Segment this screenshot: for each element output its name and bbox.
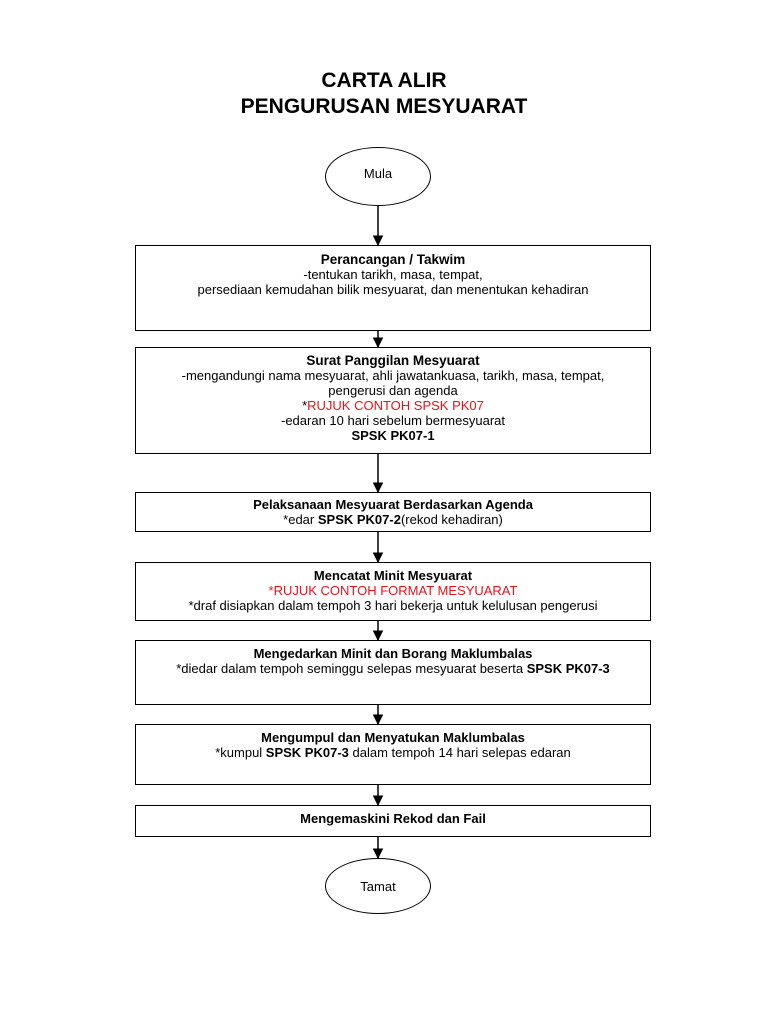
end-label: Tamat — [360, 878, 396, 894]
step-notice-line2: pengerusi dan agenda — [328, 383, 458, 398]
start-terminal: Mula — [325, 147, 431, 206]
start-label: Mula — [363, 166, 393, 181]
step-collect-heading: Mengumpul dan Menyatukan Maklumbalas — [261, 730, 525, 745]
step-collect-form: SPSK PK07-3 — [265, 745, 349, 760]
step-conduct-pre: *edar — [283, 512, 318, 527]
step-planning-line2: persediaan kemudahan bilik mesyuarat, da… — [197, 282, 589, 297]
step-conduct-heading: Pelaksanaan Mesyuarat Berdasarkan Agenda — [253, 497, 533, 512]
step-distribute-pre: *diedar dalam tempoh seminggu selepas me… — [176, 661, 527, 676]
chart-title-line2: PENGURUSAN MESYUARAT — [240, 95, 528, 118]
step-notice-ref-prefix: * — [302, 398, 308, 413]
step-conduct-detail: *edar SPSK PK07-2(rekod kehadiran) — [136, 512, 650, 527]
step-planning: Perancangan / Takwim -tentukan tarikh, m… — [135, 245, 651, 331]
step-notice-reference: RUJUK CONTOH SPSK PK07 — [307, 398, 484, 413]
step-notice-ref-line: *RUJUK CONTOH SPSK PK07 — [136, 398, 650, 413]
step-distribute-minutes: Mengedarkan Minit dan Borang Maklumbalas… — [135, 640, 651, 705]
step-collect-pre: *kumpul — [215, 745, 266, 760]
step-notice-form: SPSK PK07-1 — [351, 428, 435, 443]
step-distribute-heading: Mengedarkan Minit dan Borang Maklumbalas — [253, 646, 533, 661]
end-terminal: Tamat — [325, 858, 431, 914]
step-conduct-meeting: Pelaksanaan Mesyuarat Berdasarkan Agenda… — [135, 492, 651, 532]
step-planning-line1: -tentukan tarikh, masa, tempat, — [303, 267, 483, 282]
step-update-records: Mengemaskini Rekod dan Fail — [135, 805, 651, 837]
step-minutes-reference: *RUJUK CONTOH FORMAT MESYUARAT — [268, 583, 518, 598]
step-notice-heading: Surat Panggilan Mesyuarat — [306, 353, 480, 368]
step-conduct-form: SPSK PK07-2 — [317, 512, 401, 527]
step-collect-detail: *kumpul SPSK PK07-3 dalam tempoh 14 hari… — [136, 745, 650, 760]
step-distribute-form: SPSK PK07-3 — [526, 661, 610, 676]
step-meeting-notice: Surat Panggilan Mesyuarat -mengandungi n… — [135, 347, 651, 454]
step-conduct-post: (rekod kehadiran) — [400, 512, 503, 527]
step-collect-post: dalam tempoh 14 hari selepas edaran — [348, 745, 571, 760]
step-update-heading: Mengemaskini Rekod dan Fail — [300, 811, 486, 826]
step-notice-line3: -edaran 10 hari sebelum bermesyuarat — [280, 413, 505, 428]
step-record-minutes: Mencatat Minit Mesyuarat *RUJUK CONTOH F… — [135, 562, 651, 621]
chart-title-line1: CARTA ALIR — [321, 69, 447, 92]
step-planning-heading: Perancangan / Takwim — [320, 252, 466, 267]
step-minutes-heading: Mencatat Minit Mesyuarat — [313, 568, 473, 583]
step-minutes-line1: *draf disiapkan dalam tempoh 3 hari beke… — [188, 598, 598, 613]
step-distribute-detail: *diedar dalam tempoh seminggu selepas me… — [136, 661, 650, 676]
step-collect-feedback: Mengumpul dan Menyatukan Maklumbalas *ku… — [135, 724, 651, 785]
step-notice-line1: -mengandungi nama mesyuarat, ahli jawata… — [181, 368, 605, 383]
